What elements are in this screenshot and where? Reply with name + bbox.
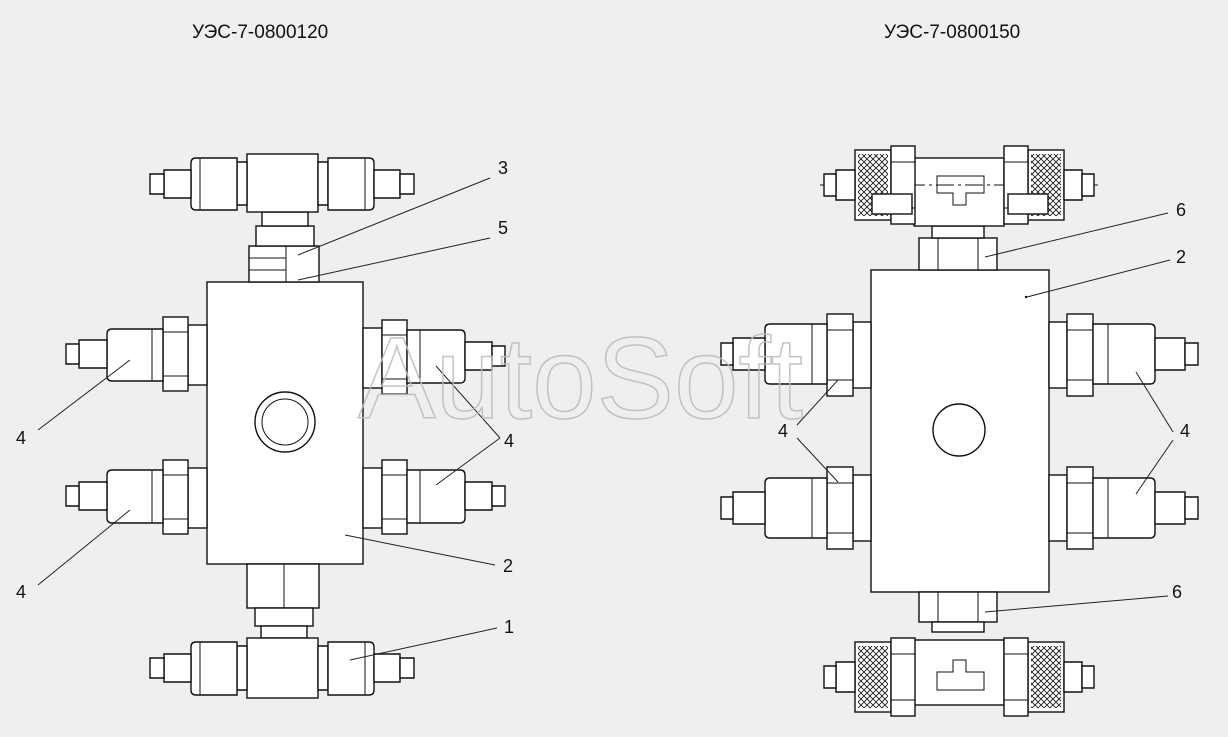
- left-top-tee: [149, 153, 415, 213]
- right-fitting-upper-right: [1048, 313, 1199, 397]
- callout-5: 5: [498, 218, 508, 238]
- left-top-adapter: [248, 211, 320, 283]
- callout-4-upper-left: 4: [16, 428, 26, 448]
- callout-6-top: 6: [1176, 200, 1186, 220]
- left-center-port-inner: [261, 398, 309, 446]
- leader-1: [349, 627, 498, 661]
- left-fitting-lower-left: [65, 459, 208, 535]
- callout-2-left: 2: [503, 556, 513, 576]
- right-center-dot: [1024, 295, 1028, 299]
- leader-5: [297, 237, 491, 281]
- leader-4-right-b: [435, 437, 501, 486]
- leader-4-right-a: [435, 365, 501, 439]
- right-assembly: 6 2 4 4 6: [720, 145, 1199, 717]
- callout-4-right-r: 4: [1180, 421, 1190, 441]
- callout-6-bottom: 6: [1172, 582, 1182, 602]
- leader-4-lower-left: [37, 509, 131, 586]
- left-fitting-upper-right: [362, 319, 506, 395]
- left-fitting-upper-left: [65, 316, 208, 392]
- callout-1: 1: [504, 617, 514, 637]
- right-fitting-upper-left: [720, 313, 872, 397]
- left-bottom-adapter: [246, 563, 320, 639]
- leader-4-left-b: [796, 437, 839, 483]
- leader-4-right-a: [1135, 371, 1174, 433]
- callout-2-right: 2: [1176, 247, 1186, 267]
- leader-4-left-a: [796, 379, 839, 426]
- right-fitting-lower-left: [720, 466, 872, 550]
- watermark: AutoSoft: [358, 313, 803, 443]
- leader-6-top: [984, 212, 1169, 258]
- right-assembly-title: УЭС-7-0800150: [884, 22, 1021, 43]
- right-fitting-lower-right: [1048, 466, 1199, 550]
- right-top-tee: [820, 145, 1098, 227]
- leader-2-right: [1026, 259, 1171, 298]
- right-center-port: [932, 403, 986, 457]
- leader-4-right-b: [1135, 439, 1174, 495]
- right-top-nut: [918, 225, 998, 271]
- leader-3: [297, 177, 491, 256]
- left-fitting-lower-right: [362, 459, 506, 535]
- callout-4-right: 4: [504, 431, 514, 451]
- left-assembly: 3 5 4 4 4 2 1: [16, 153, 514, 699]
- leader-6-bottom: [984, 595, 1169, 613]
- callout-3: 3: [498, 158, 508, 178]
- right-bottom-tee: [823, 637, 1095, 717]
- leader-4-upper-left: [37, 359, 131, 431]
- left-center-port: [254, 391, 316, 453]
- callout-4-lower-left: 4: [16, 582, 26, 602]
- leader-2-left: [344, 534, 496, 566]
- left-assembly-title: УЭС-7-0800120: [192, 22, 329, 43]
- callout-4-left: 4: [778, 421, 788, 441]
- left-bottom-tee: [149, 637, 415, 699]
- right-bottom-nut: [918, 591, 998, 633]
